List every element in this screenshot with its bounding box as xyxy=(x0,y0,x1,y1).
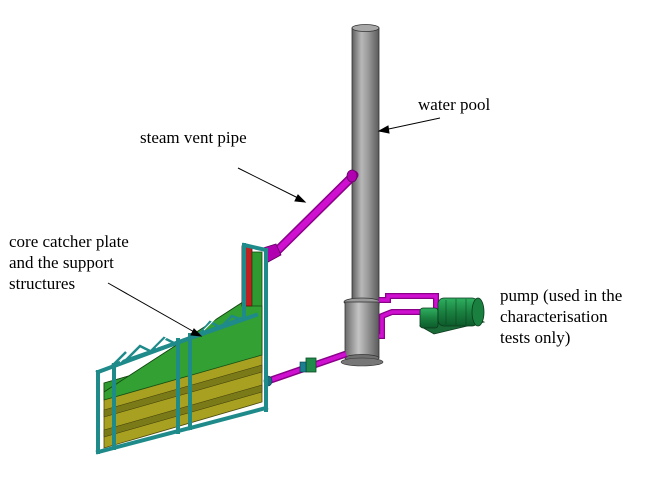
bottom-connecting-pipe xyxy=(263,350,348,387)
core-catcher-label-line-2: and the support xyxy=(9,253,114,272)
pump-label-line-1: pump (used in the xyxy=(500,286,623,305)
steam-vent-leader xyxy=(237,167,301,200)
core-catcher-rig xyxy=(95,242,269,455)
steam-vent-pipe-label: steam vent pipe xyxy=(140,128,247,147)
pump-loop-pipe xyxy=(379,293,439,339)
pump-label: pump (used in the characterisation tests… xyxy=(500,285,622,348)
pump-label-line-2: characterisation xyxy=(500,307,608,326)
leader-arrows xyxy=(107,117,441,337)
core-catcher-label-line-3: structures xyxy=(9,274,76,293)
water-pool-column xyxy=(340,24,384,367)
core-catcher-label: core catcher plate and the support struc… xyxy=(9,231,129,294)
pump-label-line-3: tests only) xyxy=(500,328,571,347)
water-pool-leader xyxy=(383,117,441,131)
core-catcher-leader xyxy=(107,282,197,334)
pump-motor xyxy=(418,297,486,335)
water-pool-label: water pool xyxy=(418,95,491,114)
core-catcher-label-line-1: core catcher plate xyxy=(9,232,129,251)
steam-vent-pipe xyxy=(262,169,359,263)
